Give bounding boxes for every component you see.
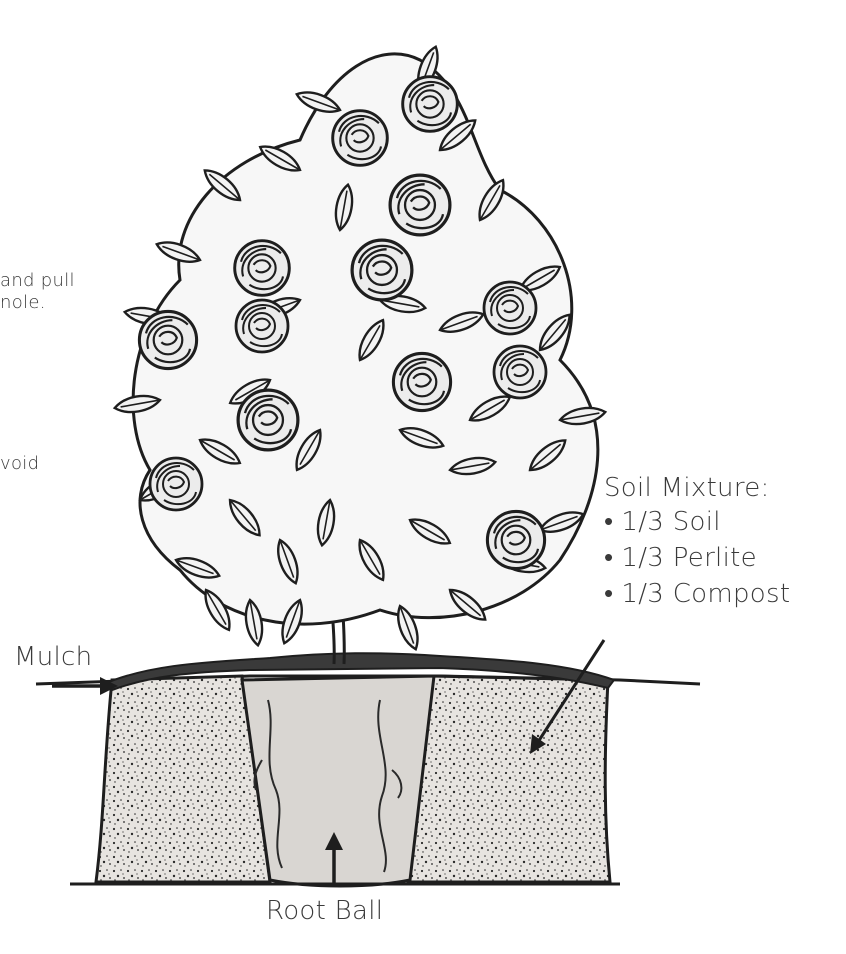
bullet: • (604, 579, 613, 609)
cropped-text-line-1: and pull (0, 270, 75, 292)
bullet: • (604, 507, 613, 537)
soil-mixture-item: • 1/3 Compost (604, 578, 790, 609)
soil-right (408, 676, 610, 882)
soil-mixture-item-text: 1/3 Soil (621, 507, 720, 537)
soil-left (96, 676, 270, 882)
cropped-text-line-2: nole. (0, 292, 46, 314)
soil-mixture-title: Soil Mixture: (604, 473, 770, 503)
mulch-label: Mulch (14, 642, 92, 672)
root-ball-label: Root Ball (266, 896, 383, 926)
soil-mixture-item-text: 1/3 Compost (621, 579, 790, 609)
arrow-icon (52, 677, 118, 695)
soil-mixture-item-text: 1/3 Perlite (621, 543, 756, 573)
cropped-text-line-3: void (0, 453, 39, 475)
soil-mixture-item: • 1/3 Perlite (604, 542, 757, 573)
bullet: • (604, 543, 613, 573)
soil-mixture-item: • 1/3 Soil (604, 506, 721, 537)
root-ball (242, 676, 434, 886)
